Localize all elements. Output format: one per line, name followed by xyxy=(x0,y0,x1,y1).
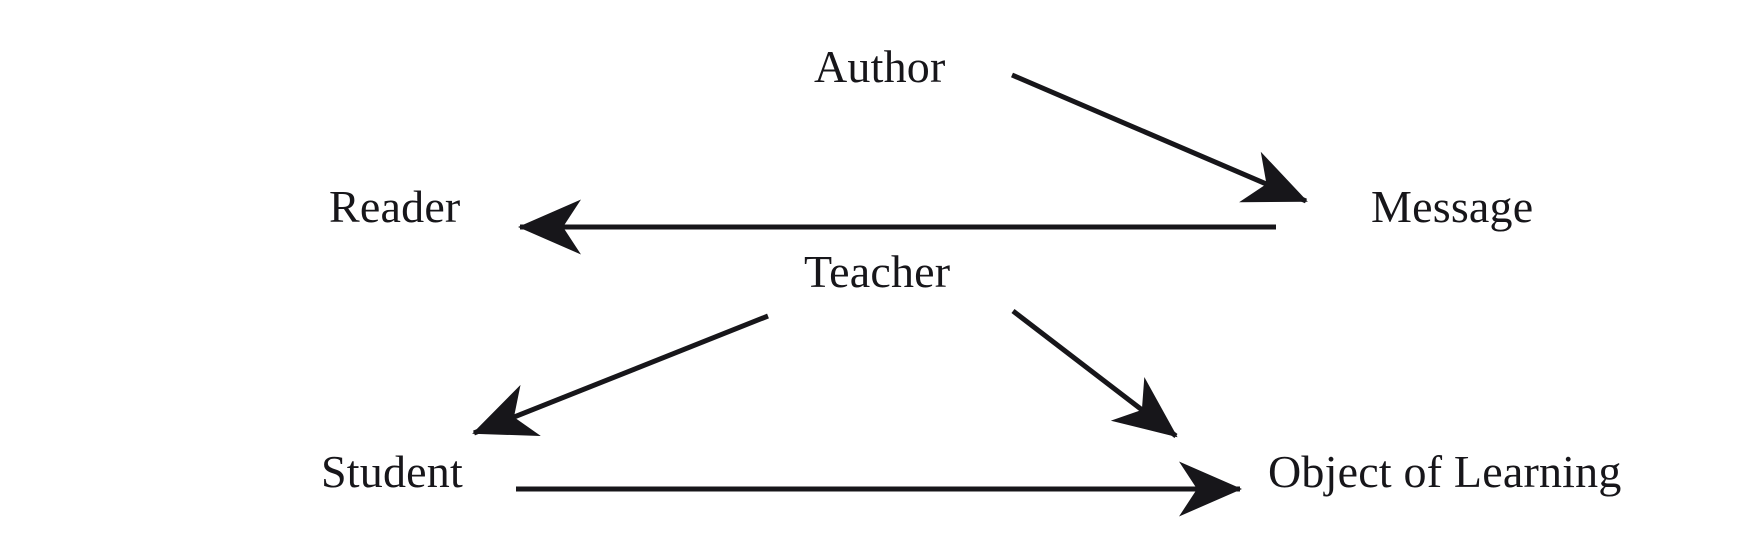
edge-teacher-to-student xyxy=(472,313,769,436)
node-label-teacher: Teacher xyxy=(804,246,951,297)
node-label-author: Author xyxy=(814,41,946,92)
node-label-object-of-learning: Object of Learning xyxy=(1268,446,1622,497)
edge-author-to-message xyxy=(1011,72,1308,204)
node-label-student: Student xyxy=(321,446,463,497)
node-label-message: Message xyxy=(1371,181,1534,232)
edge-teacher-to-object xyxy=(1011,309,1178,438)
node-label-reader: Reader xyxy=(329,181,461,232)
